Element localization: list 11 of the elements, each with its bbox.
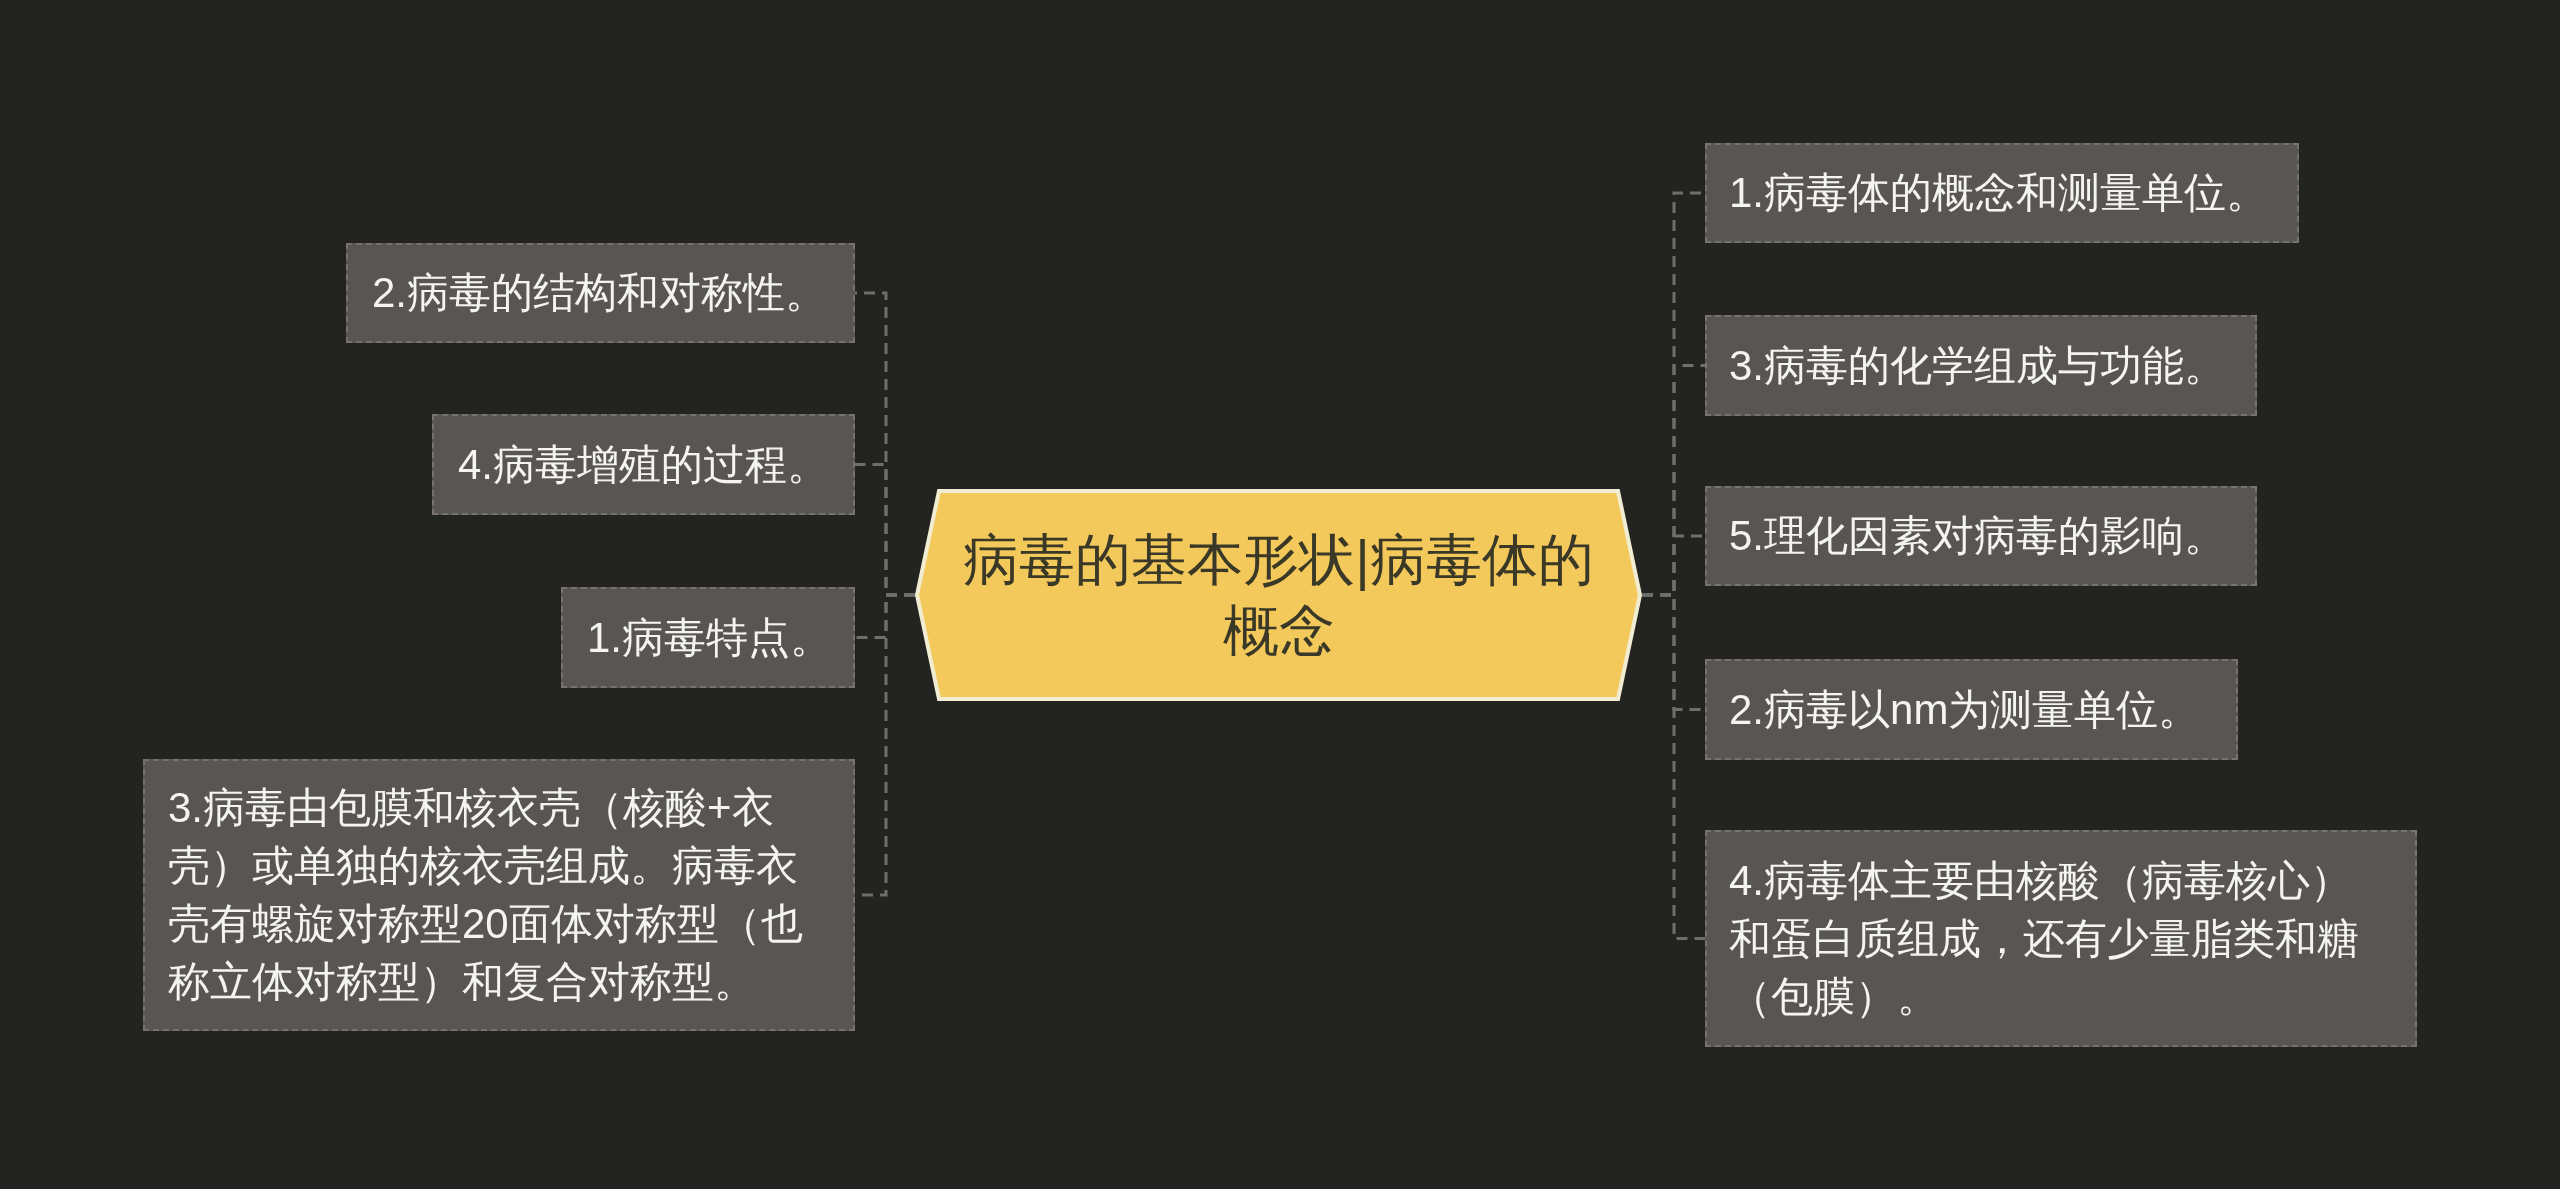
topic-box: 4.病毒增殖的过程。 [432, 414, 855, 515]
topic-box: 5.理化因素对病毒的影响。 [1705, 486, 2257, 586]
connector-line [1642, 593, 1705, 940]
topic-box: 1.病毒体的概念和测量单位。 [1705, 143, 2299, 243]
topic-box: 2.病毒以nm为测量单位。 [1705, 659, 2238, 760]
topic-box: 1.病毒特点。 [561, 587, 855, 688]
central-topic-hexagon: 病毒的基本形状|病毒体的概念 [915, 489, 1642, 701]
topic-box: 3.病毒的化学组成与功能。 [1705, 315, 2257, 416]
topic-box: 3.病毒由包膜和核衣壳（核酸+衣壳）或单独的核衣壳组成。病毒衣壳有螺旋对称型20面体对称型（也称立体对称型）和复合对称型。 [143, 759, 855, 1031]
topic-box: 2.病毒的结构和对称性。 [346, 243, 855, 343]
topic-box: 4.病毒体主要由核酸（病毒核心）和蛋白质组成，还有少量脂类和糖（包膜）。 [1705, 830, 2417, 1047]
